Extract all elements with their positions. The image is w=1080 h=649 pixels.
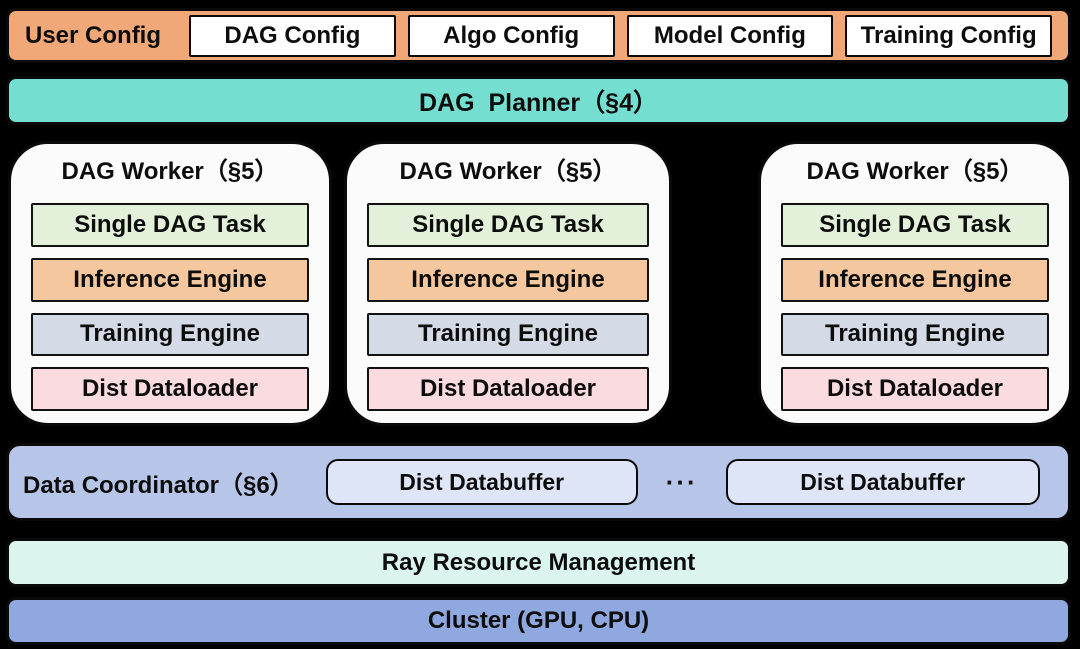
inference-engine-box: Inference Engine bbox=[367, 257, 649, 302]
dist-dataloader-box: Dist Dataloader bbox=[31, 367, 309, 411]
dist-databuffer-box-2: Dist Databuffer bbox=[725, 459, 1040, 505]
single-dag-task-box: Single DAG Task bbox=[367, 203, 649, 247]
single-dag-task-box: Single DAG Task bbox=[781, 203, 1049, 247]
dag-planner-bar: DAG Planner（§4） bbox=[6, 76, 1071, 125]
model-config-box: Model Config bbox=[626, 14, 834, 57]
dag-worker-box-3: DAG Worker（§5） Single DAG Task Inference… bbox=[758, 141, 1072, 426]
inference-engine-box: Inference Engine bbox=[31, 257, 309, 302]
user-config-label: User Config bbox=[25, 21, 162, 49]
cluster-bar: Cluster (GPU, CPU) bbox=[6, 597, 1071, 645]
dag-planner-label: DAG Planner（§4） bbox=[419, 88, 658, 117]
single-dag-task-box: Single DAG Task bbox=[31, 203, 309, 247]
dag-worker-title: DAG Worker（§5） bbox=[806, 158, 1024, 185]
training-engine-box: Training Engine bbox=[31, 312, 309, 357]
ray-resource-label: Ray Resource Management bbox=[381, 548, 696, 576]
inference-engine-box: Inference Engine bbox=[781, 257, 1049, 302]
dist-dataloader-box: Dist Dataloader bbox=[781, 367, 1049, 411]
dag-worker-box-2: DAG Worker（§5） Single DAG Task Inference… bbox=[344, 141, 672, 426]
data-coordinator-bar: Data Coordinator（§6） Dist Databuffer ···… bbox=[6, 443, 1071, 521]
dag-config-box: DAG Config bbox=[189, 14, 396, 57]
training-engine-box: Training Engine bbox=[367, 312, 649, 357]
training-config-box: Training Config bbox=[845, 14, 1053, 57]
dist-databuffer-box-1: Dist Databuffer bbox=[325, 459, 638, 505]
user-config-bar: User Config DAG Config Algo Config Model… bbox=[6, 8, 1071, 63]
ray-resource-management-bar: Ray Resource Management bbox=[6, 538, 1071, 587]
data-coordinator-label: Data Coordinator（§6） bbox=[23, 471, 294, 499]
training-engine-box: Training Engine bbox=[781, 312, 1049, 357]
algo-config-box: Algo Config bbox=[407, 14, 615, 57]
dist-dataloader-box: Dist Dataloader bbox=[367, 367, 649, 411]
databuffer-ellipsis: ··· bbox=[665, 466, 698, 497]
cluster-label: Cluster (GPU, CPU) bbox=[427, 607, 650, 634]
dag-worker-title: DAG Worker（§5） bbox=[61, 158, 279, 185]
dag-worker-title: DAG Worker（§5） bbox=[399, 158, 617, 185]
dag-worker-box-1: DAG Worker（§5） Single DAG Task Inference… bbox=[8, 141, 332, 426]
